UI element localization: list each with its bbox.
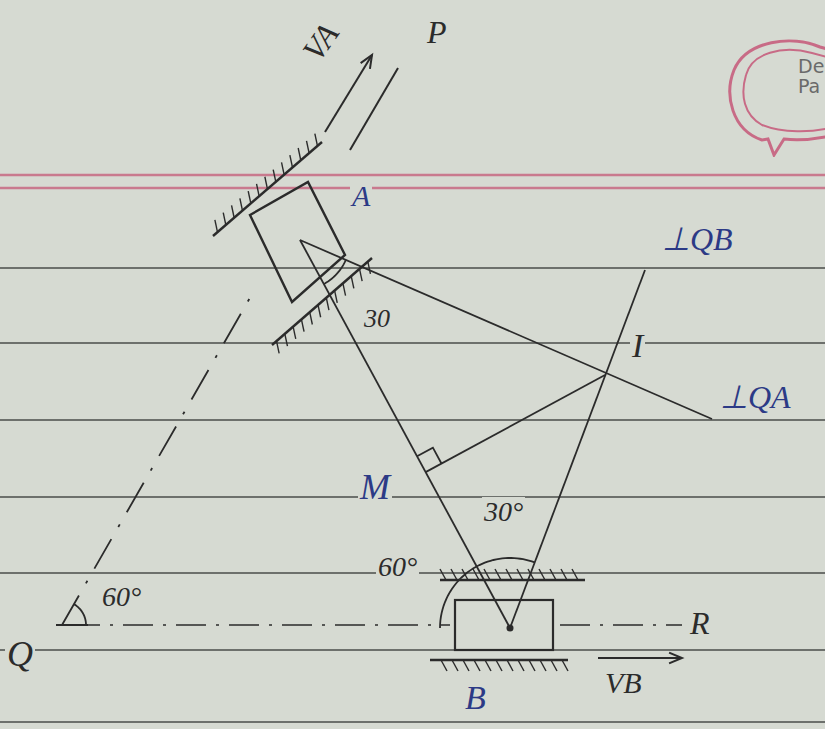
- ruled-line: [0, 419, 825, 421]
- slide-guide: [272, 258, 372, 345]
- angle-arc: [440, 566, 477, 628]
- right-angle-mark: [417, 448, 441, 464]
- slide-guide: [474, 660, 480, 671]
- slide-guide: [232, 205, 235, 217]
- slide-guide: [485, 660, 491, 671]
- angle-arc: [477, 558, 535, 566]
- perpendicular-line: [510, 270, 645, 628]
- slide-guide: [285, 334, 288, 346]
- slide-guide: [507, 660, 513, 671]
- slide-guide: [540, 660, 546, 671]
- slide-guide: [518, 660, 524, 671]
- perpendicular-line: [300, 240, 712, 419]
- slide-guide: [484, 569, 490, 580]
- slide-guide: [293, 327, 296, 339]
- slide-guide: [495, 569, 501, 580]
- point-label: B: [463, 680, 488, 716]
- margin-line: [0, 187, 825, 189]
- velocity-arrow: [598, 657, 682, 659]
- slide-guide: [213, 142, 322, 236]
- point-label: P: [425, 15, 449, 49]
- perpendicular-line: [426, 375, 605, 472]
- slide-guide: [517, 569, 523, 580]
- slide-guide: [551, 660, 557, 671]
- angle-arc: [74, 604, 86, 625]
- point-label: M: [358, 468, 392, 506]
- slide-guide: [282, 162, 285, 174]
- angle-label: 30°: [482, 497, 525, 527]
- ruled-line: [0, 649, 825, 651]
- guide-axis: [560, 624, 682, 626]
- logo-stamp: De Pa: [722, 35, 825, 157]
- slide-guide: [360, 269, 363, 281]
- line-label: ⊥QA: [718, 380, 793, 414]
- slide-guide: [335, 291, 338, 303]
- logo-outline: [743, 50, 825, 131]
- slide-guide: [440, 569, 446, 580]
- slide-guide: [298, 148, 301, 160]
- ruled-line: [0, 342, 825, 344]
- slide-guide: [240, 198, 243, 210]
- ruled-line: [0, 496, 825, 498]
- logo-outline: [730, 41, 825, 155]
- slide-guide: [561, 569, 567, 580]
- slide-guide: [529, 660, 535, 671]
- angle-label: 30: [362, 305, 392, 333]
- point-label: R: [688, 606, 712, 640]
- slide-guide: [572, 569, 578, 580]
- slide-guide: [539, 569, 545, 580]
- slide-guide: [452, 660, 458, 671]
- angle-label: 60°: [376, 552, 419, 582]
- slide-guide: [257, 184, 260, 196]
- velocity-label: VA: [295, 16, 346, 69]
- point-label: Q: [5, 635, 35, 673]
- slide-guide: [440, 579, 585, 581]
- velocity-label: VB: [603, 667, 644, 699]
- slide-guide: [343, 283, 346, 295]
- slide-guide: [326, 298, 329, 310]
- margin-line: [0, 174, 825, 176]
- slide-guide: [496, 660, 502, 671]
- slide-guide: [430, 659, 568, 661]
- slide-guide: [562, 660, 568, 671]
- guide-axis: [62, 289, 255, 625]
- slide-guide: [248, 191, 251, 203]
- slide-guide: [273, 170, 276, 182]
- velocity-arrow: [361, 55, 372, 69]
- slide-guide: [368, 262, 371, 274]
- slide-guide: [506, 569, 512, 580]
- slide-guide: [315, 134, 318, 146]
- guide-axis: [70, 624, 450, 626]
- ruled-line: [0, 721, 825, 723]
- slide-guide: [441, 660, 447, 671]
- slider-block: [455, 600, 553, 650]
- slide-guide: [318, 305, 321, 317]
- angle-label: 60°: [100, 582, 143, 612]
- logo-text: De Pa: [798, 57, 825, 97]
- angle-arc: [324, 260, 346, 284]
- slide-guide: [463, 660, 469, 671]
- point-label: I: [630, 328, 645, 364]
- slide-guide: [550, 569, 556, 580]
- slide-guide: [451, 569, 457, 580]
- slider-block: [250, 182, 345, 302]
- slide-guide: [351, 276, 354, 288]
- velocity-arrow: [669, 653, 682, 664]
- slide-guide: [223, 213, 226, 225]
- connecting-rod: [300, 240, 510, 628]
- velocity-arrow: [325, 55, 372, 132]
- slide-guide: [310, 312, 313, 324]
- slide-guide: [265, 177, 268, 189]
- line-label: ⊥QB: [660, 222, 735, 256]
- slide-guide: [307, 141, 310, 153]
- slide-guide: [301, 319, 304, 331]
- slide-guide: [290, 155, 293, 167]
- slide-guide: [277, 341, 280, 353]
- ruled-line: [0, 267, 825, 269]
- slide-guide: [215, 220, 218, 232]
- point-label: A: [350, 180, 372, 212]
